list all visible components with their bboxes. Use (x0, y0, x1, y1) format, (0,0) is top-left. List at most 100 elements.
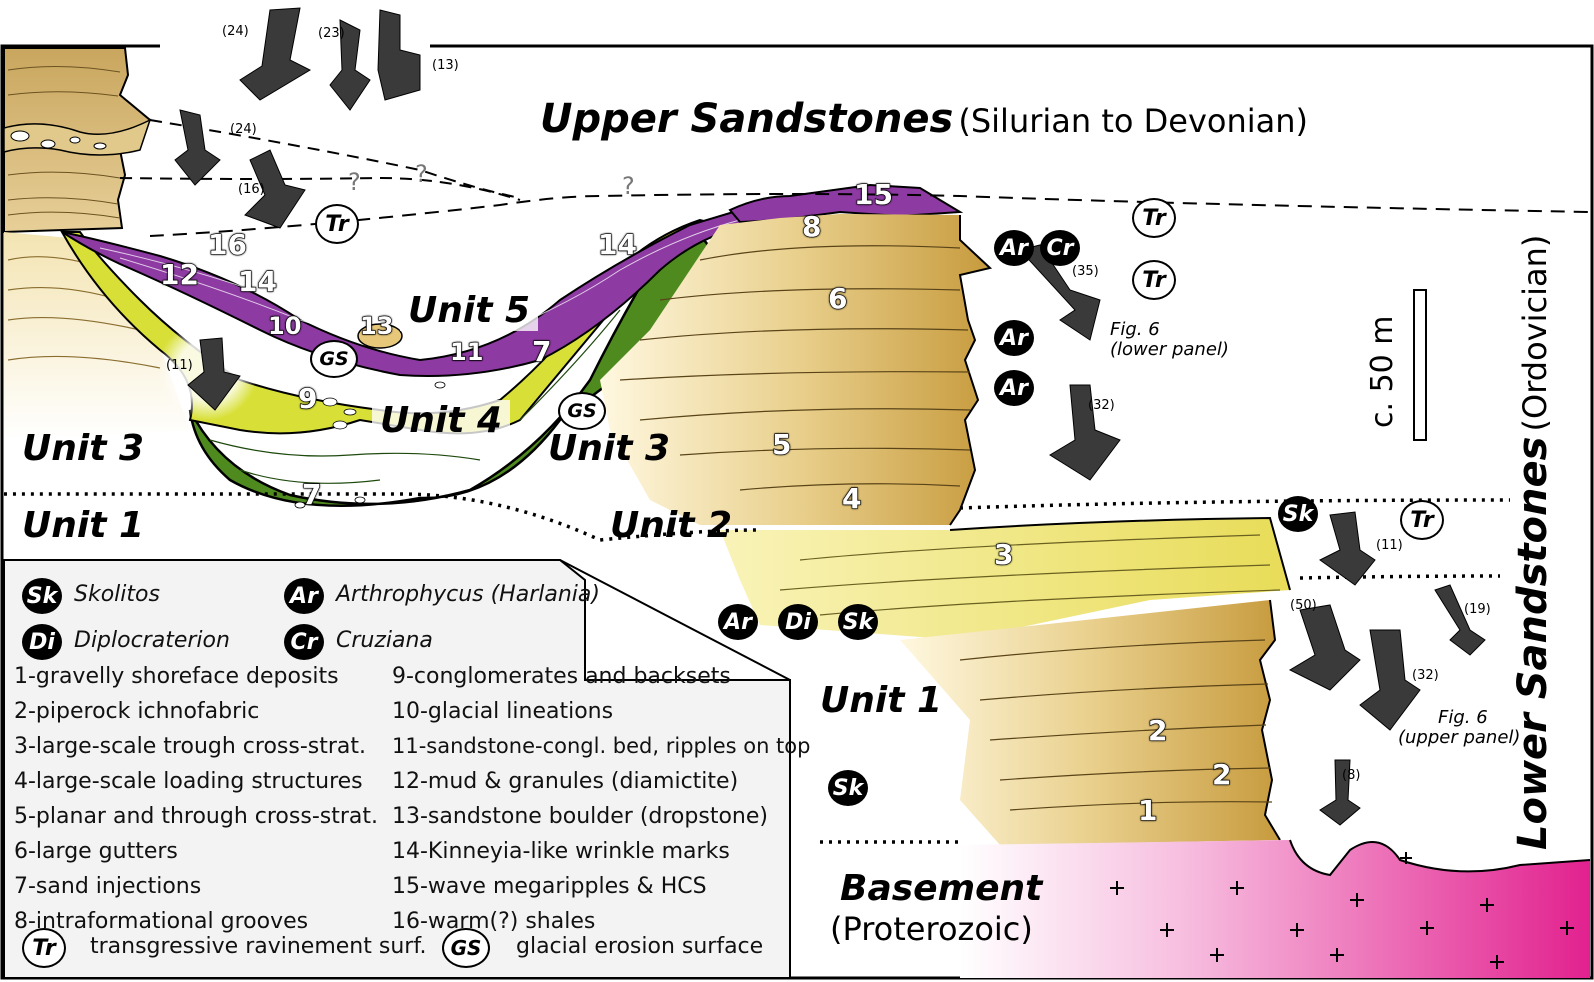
lower-sandstones-title: Lower Sandstones (Ordovician) (1510, 235, 1556, 850)
upper-left-lamination (7, 65, 121, 219)
legend-item-5: 5-planar and through cross-strat. (14, 804, 378, 829)
mid-cliff (600, 214, 990, 525)
legend-cr-name: Cruziana (336, 628, 433, 653)
ar-symbol-4: Ar (718, 604, 758, 640)
surfaces (4, 119, 1591, 844)
legend-item-15: 15-wave megaripples & HCS (392, 874, 707, 899)
scale-label: c. 50 m (1365, 315, 1400, 429)
marker-6: 6 (827, 281, 848, 315)
legend-item-3: 3-large-scale trough cross-strat. (14, 734, 367, 759)
rose-count-16: (16) (238, 182, 265, 197)
fig6-lower-line2: (lower panel) (1110, 339, 1229, 360)
rose-count-35: (35) (1072, 264, 1099, 279)
marker-7b: 7 (301, 477, 322, 511)
marker-2b: 2 (1211, 757, 1232, 791)
rose-count-11b: (11) (1376, 538, 1403, 553)
legend-item-8: 8-intraformational grooves (14, 909, 309, 934)
marker-13: 13 (359, 311, 394, 340)
rose-count-23: (23) (318, 26, 345, 41)
rose-count-8: (8) (1342, 768, 1361, 783)
rose-count-32a: (32) (1088, 398, 1115, 413)
frame (0, 44, 1594, 980)
rose-count-19: (19) (1464, 602, 1491, 617)
tr-symbol-4: Tr (1400, 500, 1444, 540)
fig6-lower-line1: Fig. 6 (1110, 319, 1160, 340)
gs-symbol-2: GS (558, 392, 606, 430)
pebbles (10, 130, 107, 150)
lower-right-cliff-edge (1258, 599, 1281, 841)
upper-sandstones-name: Upper Sandstones (540, 96, 954, 142)
marker-16: 16 (207, 227, 247, 261)
marker-14a: 14 (237, 264, 277, 298)
marker-1: 1 (1137, 793, 1158, 827)
legend-tr-symbol: Tr (22, 928, 66, 968)
legend-item-10: 10-glacial lineations (392, 699, 614, 724)
unit2-label: Unit 2 (610, 505, 732, 546)
ar-symbol-2: Ar (994, 320, 1034, 356)
legend-item-13: 13-sandstone boulder (dropstone) (392, 804, 768, 829)
tr-symbol-1: Tr (315, 204, 359, 244)
legend-item-4: 4-large-scale loading structures (14, 769, 363, 794)
marker-8: 8 (801, 209, 822, 243)
rose-count-13: (13) (432, 58, 459, 73)
rose-count-32b: (32) (1412, 668, 1439, 683)
frame-gap (160, 40, 430, 50)
mid-cliff-lamination (619, 245, 971, 491)
unit3-mid-label: Unit 3 (548, 428, 670, 469)
lower-right-cliff (900, 600, 1280, 845)
legend-ar-name: Arthrophycus (Harlania) (336, 582, 600, 607)
purple-top-15 (728, 183, 964, 224)
sk-symbol-3: Sk (828, 770, 868, 806)
marker-12: 12 (159, 257, 199, 291)
question-mark-3: ? (622, 172, 635, 200)
dropstone (357, 323, 403, 349)
legend-sk-name: Skolitos (74, 582, 160, 607)
legend-item-14: 14-Kinneyia-like wrinkle marks (392, 839, 730, 864)
lower-cliff-lamination (959, 639, 1273, 811)
sk-symbol-2: Sk (1278, 496, 1318, 532)
unit4-label: Unit 4 (372, 400, 510, 441)
fig6-upper-line1: Fig. 6 (1438, 707, 1488, 728)
legend-ar-symbol: Ar (284, 578, 324, 614)
basement-age: (Proterozoic) (830, 910, 1033, 948)
legend-di-name: Diplocraterion (74, 628, 230, 653)
unit1-right-label: Unit 1 (820, 680, 942, 721)
legend-gs-symbol: GS (442, 928, 490, 968)
lower-sandstones-name: Lower Sandstones (1510, 436, 1556, 850)
marker-4: 4 (841, 481, 862, 515)
cr-symbol-1: Cr (1040, 230, 1080, 266)
legend-item-9: 9-conglomerates and backsets (392, 664, 731, 689)
legend-gs-name: glacial erosion surface (516, 934, 764, 959)
di-symbol-1: Di (778, 604, 818, 640)
marker-15: 15 (853, 177, 893, 211)
basement-title: Basement (840, 868, 1043, 909)
rose-count-24a: (24) (222, 24, 249, 39)
fig6-upper-line2: (upper panel) (1398, 727, 1521, 748)
unit5-label: Unit 5 (400, 290, 538, 331)
legend-item-1: 1-gravelly shoreface deposits (14, 664, 339, 689)
basement-edge (1289, 839, 1591, 877)
marker-10: 10 (267, 311, 302, 340)
basement (960, 840, 1590, 978)
clasts (294, 381, 446, 509)
tr-symbol-3: Tr (1132, 260, 1176, 300)
marker-14b: 14 (597, 227, 637, 261)
question-mark-2: ? (415, 160, 428, 188)
mid-cliff-edge (949, 215, 993, 526)
unit1-left-label: Unit 1 (22, 505, 144, 546)
gs-symbol-1: GS (310, 340, 358, 378)
rose-count-11a: (11) (166, 358, 193, 373)
rose-count-24b: (24) (230, 122, 257, 137)
legend-item-7: 7-sand injections (14, 874, 202, 899)
scale-bar (1413, 289, 1427, 441)
tr-symbol-2: Tr (1132, 198, 1176, 238)
marker-7a: 7 (531, 334, 552, 368)
marker-11: 11 (449, 337, 484, 366)
legend-sk-symbol: Sk (22, 578, 62, 614)
legend-item-2: 2-piperock ichnofabric (14, 699, 260, 724)
lower-sandstones-age: (Ordovician) (1516, 234, 1554, 432)
marker-2a: 2 (1147, 713, 1168, 747)
fig6-lower-ref: Fig. 6 (lower panel) (1110, 320, 1229, 360)
upper-sandstones-title: Upper Sandstones (Silurian to Devonian) (540, 96, 1308, 142)
